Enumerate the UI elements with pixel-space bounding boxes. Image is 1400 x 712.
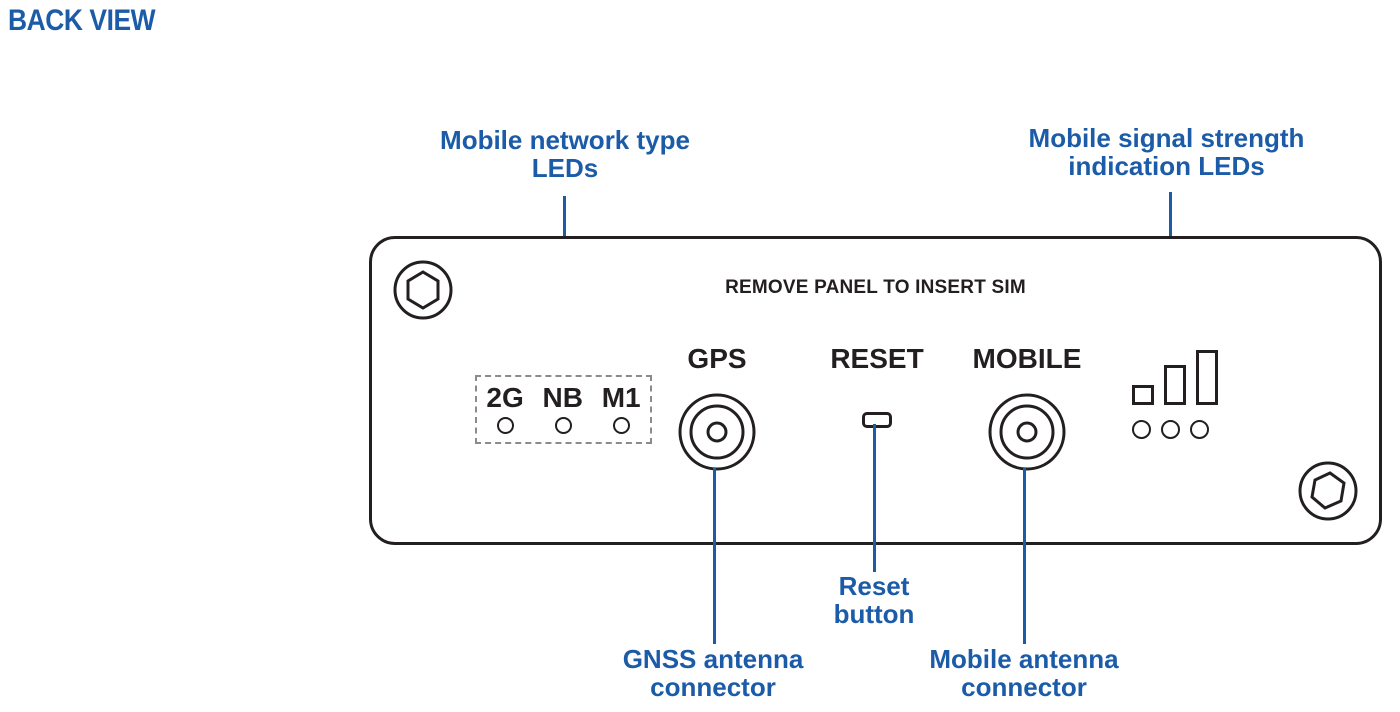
signal-bar-1 — [1132, 385, 1154, 405]
callout-signal-strength-leds: Mobile signal strength indication LEDs — [1028, 123, 1305, 181]
signal-bar-3 — [1196, 350, 1218, 405]
gps-antenna-connector[interactable] — [677, 392, 757, 472]
port-label-gps: GPS — [687, 343, 747, 374]
signal-led-2 — [1161, 420, 1180, 439]
callout-gnss-antenna-connector: GNSS antenna connector — [622, 644, 804, 702]
led-label-m1: M1 — [601, 382, 641, 413]
network-type-led-labels: 2G NB M1 — [477, 384, 650, 412]
reset-button[interactable] — [862, 412, 892, 428]
hex-screw-icon — [393, 260, 453, 320]
hex-screw-icon — [1298, 461, 1358, 521]
leader-line-reset-button — [873, 424, 876, 572]
callout-mobile-antenna-connector: Mobile antenna connector — [929, 644, 1119, 702]
leader-line-gnss-connector — [713, 468, 716, 644]
page-title: BACK VIEW — [8, 4, 156, 37]
led-indicator-2g — [497, 417, 515, 434]
signal-bars-icon — [1132, 350, 1218, 405]
port-label-reset: RESET — [830, 343, 924, 374]
led-label-nb: NB — [542, 382, 583, 413]
signal-bar-2 — [1164, 365, 1186, 405]
signal-strength-indicator — [1132, 350, 1218, 439]
mobile-antenna-connector[interactable] — [987, 392, 1067, 472]
callout-network-type-leds: Mobile network type LEDs — [440, 125, 690, 183]
leader-line-mobile-connector — [1023, 468, 1026, 644]
signal-strength-led-dots — [1132, 420, 1209, 439]
callout-reset-button: Reset button — [833, 571, 915, 629]
network-type-led-group: 2G NB M1 — [475, 375, 652, 444]
port-label-mobile: MOBILE — [972, 343, 1082, 374]
network-type-led-dots — [477, 417, 650, 434]
led-label-2g: 2G — [486, 382, 524, 413]
led-indicator-m1 — [612, 417, 630, 434]
led-indicator-nb — [554, 417, 572, 434]
remove-panel-note: REMOVE PANEL TO INSERT SIM — [725, 277, 1026, 298]
signal-led-1 — [1132, 420, 1151, 439]
signal-led-3 — [1190, 420, 1209, 439]
